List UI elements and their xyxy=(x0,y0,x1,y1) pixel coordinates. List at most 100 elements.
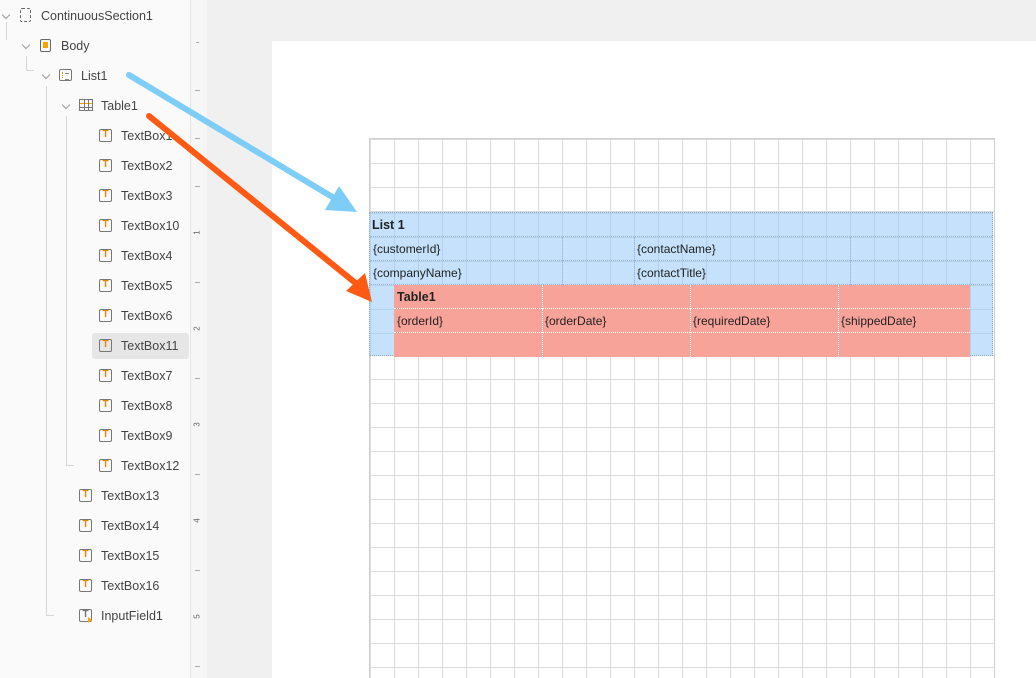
tree-node-label: TextBox16 xyxy=(101,579,160,593)
tree-node-textbox[interactable]: TextBox13 xyxy=(72,483,189,509)
tree-node-label: TextBox5 xyxy=(121,279,173,293)
field-order-id[interactable]: {orderId} xyxy=(397,314,444,328)
textbox-icon xyxy=(99,369,112,382)
list-row: {companyName} {contactTitle} xyxy=(370,261,992,285)
ruler-tick xyxy=(195,186,200,187)
ruler-label: 2 xyxy=(192,326,202,331)
tree-node-label: TextBox12 xyxy=(121,459,180,473)
ruler-label: 1 xyxy=(192,230,202,235)
tree-node-continuous-section[interactable]: ContinuousSection1 xyxy=(0,3,190,29)
tree-node-label: TextBox8 xyxy=(121,399,173,413)
report-page[interactable]: List 1 {customerId} {contactName} {compa… xyxy=(272,41,1036,678)
tree-node-label: Body xyxy=(61,39,90,53)
textbox-icon xyxy=(79,519,92,532)
table-row: {orderId} {orderDate} {requiredDate} {sh… xyxy=(394,309,970,333)
cell-divider xyxy=(542,285,543,309)
tree-guide xyxy=(46,86,47,616)
tree-node-list1[interactable]: List1 xyxy=(0,63,190,89)
list-icon xyxy=(59,69,72,81)
tree-node-textbox[interactable]: TextBox10 xyxy=(92,213,189,239)
chevron-down-icon[interactable] xyxy=(1,10,11,20)
tree-node-textbox[interactable]: TextBox9 xyxy=(92,423,189,449)
ruler-label: 3 xyxy=(192,422,202,427)
table-title[interactable]: Table1 xyxy=(397,290,436,304)
tree-node-label: ContinuousSection1 xyxy=(41,9,153,23)
tree-node-body[interactable]: Body xyxy=(0,33,190,59)
tree-node-textbox[interactable]: TextBox5 xyxy=(92,273,189,299)
tree-node-label: InputField1 xyxy=(101,609,163,623)
table1-region[interactable]: Table1 {orderId} {orderDate} {requiredDa… xyxy=(394,285,970,357)
tree-guide xyxy=(26,56,27,70)
textbox-icon xyxy=(99,279,112,292)
ruler-tick xyxy=(195,474,200,475)
tree-node-textbox[interactable]: TextBox2 xyxy=(92,153,189,179)
textbox-icon xyxy=(99,219,112,232)
body-icon xyxy=(40,39,51,52)
design-canvas[interactable]: List 1 {customerId} {contactName} {compa… xyxy=(207,0,1036,678)
ruler-tick xyxy=(195,138,200,139)
textbox-icon xyxy=(99,129,112,142)
tree-node-label: TextBox1 xyxy=(121,129,173,143)
textbox-icon xyxy=(99,459,112,472)
tree-node-textbox[interactable]: TextBox8 xyxy=(92,393,189,419)
ruler-tick xyxy=(195,570,200,571)
ruler-tick xyxy=(195,378,200,379)
list-row: {customerId} {contactName} xyxy=(370,237,992,261)
tree-node-label: TextBox4 xyxy=(121,249,173,263)
tree-guide xyxy=(6,22,7,40)
cell-divider xyxy=(562,237,563,285)
tree-node-label: TextBox3 xyxy=(121,189,173,203)
chevron-down-icon[interactable] xyxy=(21,40,31,50)
tree-node-label: TextBox6 xyxy=(121,309,173,323)
tree-node-label: TextBox9 xyxy=(121,429,173,443)
table-title-row: Table1 xyxy=(394,285,970,309)
cell-divider xyxy=(838,309,839,357)
textbox-icon xyxy=(99,189,112,202)
tree-node-textbox[interactable]: TextBox15 xyxy=(72,543,189,569)
textbox-icon xyxy=(99,309,112,322)
cell-divider xyxy=(850,237,851,285)
textbox-icon xyxy=(99,339,112,352)
ruler-tick xyxy=(195,282,200,283)
tree-node-textbox[interactable]: TextBox3 xyxy=(92,183,189,209)
ruler-label: 5 xyxy=(192,614,202,619)
tree-node-label: TextBox2 xyxy=(121,159,173,173)
tree-node-textbox[interactable]: TextBox1 xyxy=(92,123,189,149)
tree-node-textbox[interactable]: TextBox16 xyxy=(72,573,189,599)
tree-node-table1[interactable]: Table1 xyxy=(0,93,190,119)
field-contact-title[interactable]: {contactTitle} xyxy=(637,266,706,280)
list-title[interactable]: List 1 xyxy=(372,218,405,232)
tree-node-textbox[interactable]: TextBox7 xyxy=(92,363,189,389)
tree-node-textbox[interactable]: TextBox12 xyxy=(92,453,189,479)
field-contact-name[interactable]: {contactName} xyxy=(637,242,716,256)
list-title-row: List 1 xyxy=(370,213,992,237)
textbox-icon xyxy=(99,249,112,262)
tree-guide xyxy=(26,70,34,71)
list1-region[interactable]: List 1 {customerId} {contactName} {compa… xyxy=(369,212,993,357)
tree-node-textbox[interactable]: TextBox14 xyxy=(72,513,189,539)
tree-node-label: TextBox11 xyxy=(121,339,179,353)
chevron-down-icon[interactable] xyxy=(41,70,51,80)
tree-node-label: TextBox10 xyxy=(121,219,180,233)
field-shipped-date[interactable]: {shippedDate} xyxy=(841,314,917,328)
chevron-down-icon[interactable] xyxy=(61,100,71,110)
ruler-tick xyxy=(195,90,200,91)
table-icon xyxy=(79,99,93,111)
cell-divider xyxy=(634,237,635,285)
tree-node-textbox[interactable]: TextBox6 xyxy=(92,303,189,329)
vertical-ruler: 1 2 3 4 5 xyxy=(191,0,207,678)
tree-node-textbox[interactable]: TextBox4 xyxy=(92,243,189,269)
tree-guide xyxy=(46,615,54,616)
tree-node-label: Table1 xyxy=(101,99,138,113)
field-order-date[interactable]: {orderDate} xyxy=(545,314,607,328)
tree-node-textbox-selected[interactable]: TextBox11 xyxy=(92,333,189,359)
ruler-label: 4 xyxy=(192,518,202,523)
tree-node-label: TextBox15 xyxy=(101,549,160,563)
tree-guide xyxy=(66,465,74,466)
tree-node-label: TextBox13 xyxy=(101,489,160,503)
field-customer-id[interactable]: {customerId} xyxy=(373,242,441,256)
field-required-date[interactable]: {requiredDate} xyxy=(693,314,771,328)
tree-node-inputfield[interactable]: InputField1 xyxy=(72,603,189,629)
field-company-name[interactable]: {companyName} xyxy=(373,266,462,280)
table-row-empty[interactable] xyxy=(394,333,970,357)
